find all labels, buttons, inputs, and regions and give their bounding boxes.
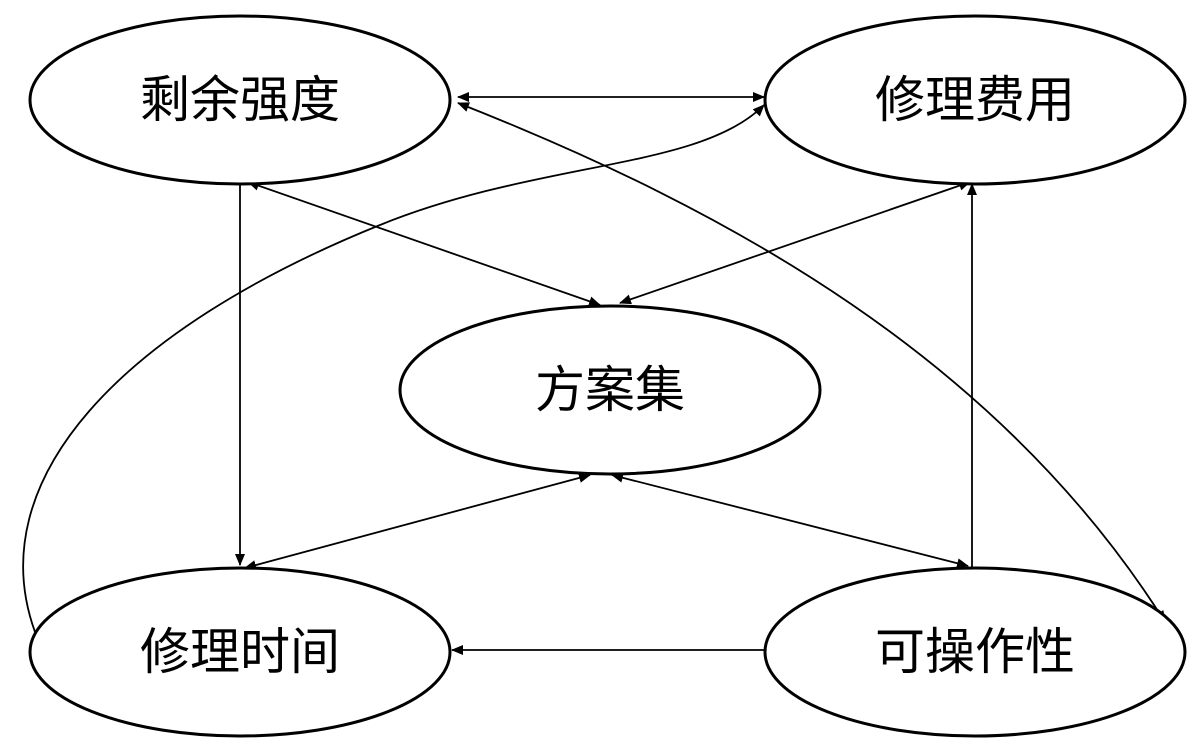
nodes: 剩余强度 修理费用 方案集 修理时间 可操作性	[28, 14, 1187, 738]
node-residual-strength: 剩余强度	[28, 14, 452, 186]
node-operability: 可操作性	[763, 566, 1187, 738]
node-repair-time: 修理时间	[28, 566, 452, 738]
node-residual-strength-label: 剩余强度	[140, 71, 340, 129]
node-repair-time-shape	[28, 566, 452, 738]
node-operability-label: 可操作性	[875, 623, 1075, 681]
node-repair-cost: 修理费用	[763, 14, 1187, 186]
node-scheme-set-label: 方案集	[535, 361, 685, 419]
edges	[22, 92, 1166, 655]
node-repair-time-label: 修理时间	[140, 623, 340, 681]
edge-repair-cost-scheme-set	[619, 180, 971, 305]
node-scheme-set-shape	[398, 304, 822, 476]
node-repair-cost-shape	[763, 14, 1187, 186]
node-scheme-set: 方案集	[398, 304, 822, 476]
edge-residual-strength-operability	[457, 102, 1166, 623]
edge-scheme-set-operability	[611, 472, 969, 569]
node-repair-cost-label: 修理费用	[875, 71, 1075, 129]
edge-residual-strength-scheme-set	[247, 180, 601, 307]
node-residual-strength-shape	[28, 14, 452, 186]
node-operability-shape	[763, 566, 1187, 738]
edge-scheme-set-repair-time	[244, 473, 591, 570]
